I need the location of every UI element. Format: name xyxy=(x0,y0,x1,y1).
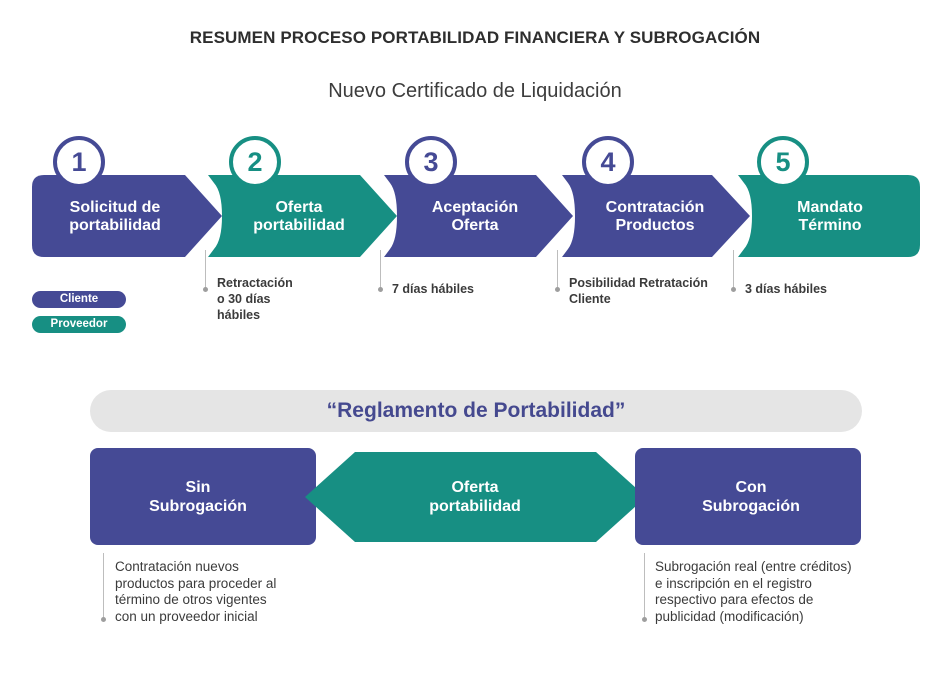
note-4-dot xyxy=(731,287,736,292)
legend-proveedor: Proveedor xyxy=(32,316,126,333)
note-1-line xyxy=(205,250,206,289)
note-4-line xyxy=(733,250,734,289)
legend-cliente: Cliente xyxy=(32,291,126,308)
step-5-label: Mandato Término xyxy=(797,199,863,234)
note-3-dot xyxy=(555,287,560,292)
con-subrogacion-label: Con Subrogación xyxy=(702,479,800,515)
step-1-label: Solicitud de portabilidad xyxy=(69,199,161,234)
note-3-line xyxy=(557,250,558,289)
sin-subrogacion-description: Contratación nuevos productos para proce… xyxy=(115,559,277,624)
step-3-number: 3 xyxy=(405,136,457,188)
con-subrogacion-box xyxy=(635,448,861,545)
step-4-shape xyxy=(562,175,750,257)
step-4-number: 4 xyxy=(582,136,634,188)
step-4-label: Contratación Productos xyxy=(605,199,705,234)
step-1-number: 1 xyxy=(53,136,105,188)
step-1-shape xyxy=(32,175,222,257)
con-subrogacion-description: Subrogación real (entre créditos) e insc… xyxy=(655,559,852,624)
note-2-dot xyxy=(378,287,383,292)
right-desc-line xyxy=(644,553,645,619)
note-1-dot xyxy=(203,287,208,292)
step-3-shape xyxy=(384,175,573,257)
reglamento-title: “Reglamento de Portabilidad” xyxy=(90,390,862,432)
left-desc-line xyxy=(103,553,104,619)
step-5-shape xyxy=(738,175,920,257)
step-5-number: 5 xyxy=(757,136,809,188)
left-desc-dot xyxy=(101,617,106,622)
step-2-shape xyxy=(208,175,397,257)
page-title: RESUMEN PROCESO PORTABILIDAD FINANCIERA … xyxy=(189,28,761,47)
page-subtitle: Nuevo Certificado de Liquidación xyxy=(328,80,622,102)
step-2-number: 2 xyxy=(229,136,281,188)
step-3-label: Aceptación Oferta xyxy=(431,199,519,234)
oferta-portabilidad-shape xyxy=(305,452,646,542)
right-desc-dot xyxy=(642,617,647,622)
step-2-label: Oferta portabilidad xyxy=(253,199,345,234)
note-7-dias: 7 días hábiles xyxy=(392,282,474,296)
note-3-dias: 3 días hábiles xyxy=(745,282,827,296)
sin-subrogacion-box xyxy=(90,448,316,545)
note-2-line xyxy=(380,250,381,289)
oferta-portabilidad-label: Oferta portabilidad xyxy=(429,479,521,515)
note-posibilidad: Posibilidad Retratación Cliente xyxy=(569,276,708,306)
sin-subrogacion-label: Sin Subrogación xyxy=(149,479,247,515)
note-retractacion: Retractación o 30 días hábiles xyxy=(217,276,293,322)
